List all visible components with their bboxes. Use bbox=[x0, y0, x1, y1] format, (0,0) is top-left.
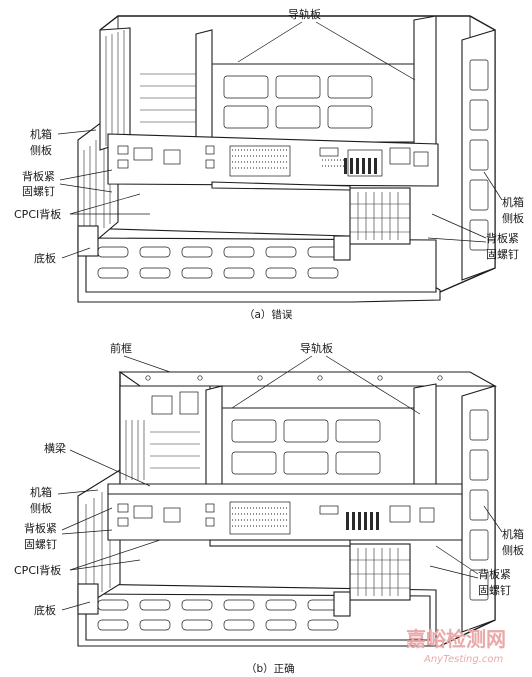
label-a-chassis-side-right-2: 侧板 bbox=[502, 211, 524, 225]
label-b-screw-left-2: 固螺钉 bbox=[24, 538, 57, 551]
label-a-chassis-side-left-1: 机箱 bbox=[30, 127, 52, 141]
label-a-chassis-side-right-1: 机箱 bbox=[502, 195, 524, 209]
caption-a: （a）错误 bbox=[244, 308, 293, 321]
label-b-cpci-backplane: CPCI背板 bbox=[14, 563, 61, 577]
figure-b: 前框 导轨板 横梁 机箱 侧板 背板紧 固螺钉 CPCI背板 底板 机箱 侧板 … bbox=[14, 341, 524, 675]
label-a-guide-rail: 导轨板 bbox=[288, 7, 321, 21]
label-a-cpci-backplane: CPCI背板 bbox=[14, 207, 61, 221]
label-b-chassis-side-left-1: 机箱 bbox=[30, 485, 52, 499]
watermark: 嘉峪检测网 AnyTesting.com bbox=[405, 627, 506, 665]
label-a-screw-right-2: 固螺钉 bbox=[486, 248, 519, 261]
label-b-chassis-side-right-2: 侧板 bbox=[502, 543, 524, 557]
label-a-screw-left-2: 固螺钉 bbox=[22, 185, 55, 198]
label-b-bottom-plate: 底板 bbox=[34, 603, 56, 617]
figure-a: 导轨板 机箱 侧板 背板紧 固螺钉 CPCI背板 底板 机箱 侧板 背板紧 固螺… bbox=[14, 7, 524, 321]
label-a-screw-right-1: 背板紧 bbox=[486, 231, 519, 245]
label-b-screw-right-1: 背板紧 bbox=[478, 567, 511, 581]
chassis-box-b bbox=[77, 371, 498, 647]
label-a-bottom-plate: 底板 bbox=[34, 251, 56, 265]
label-a-screw-left-1: 背板紧 bbox=[22, 169, 55, 183]
label-b-chassis-side-right-1: 机箱 bbox=[502, 527, 524, 541]
label-b-cross-beam: 横梁 bbox=[44, 441, 66, 455]
watermark-sub: AnyTesting.com bbox=[423, 654, 504, 665]
label-b-front-frame: 前框 bbox=[110, 341, 132, 355]
label-a-chassis-side-left-2: 侧板 bbox=[30, 143, 52, 157]
label-b-screw-right-2: 固螺钉 bbox=[478, 584, 511, 597]
label-b-guide-rail: 导轨板 bbox=[300, 341, 333, 355]
chassis-box-a bbox=[77, 15, 496, 303]
watermark-main: 嘉峪检测网 bbox=[405, 627, 506, 651]
label-b-chassis-side-left-2: 侧板 bbox=[30, 501, 52, 515]
caption-b: （b）正确 bbox=[246, 662, 295, 675]
label-b-screw-left-1: 背板紧 bbox=[24, 521, 57, 535]
